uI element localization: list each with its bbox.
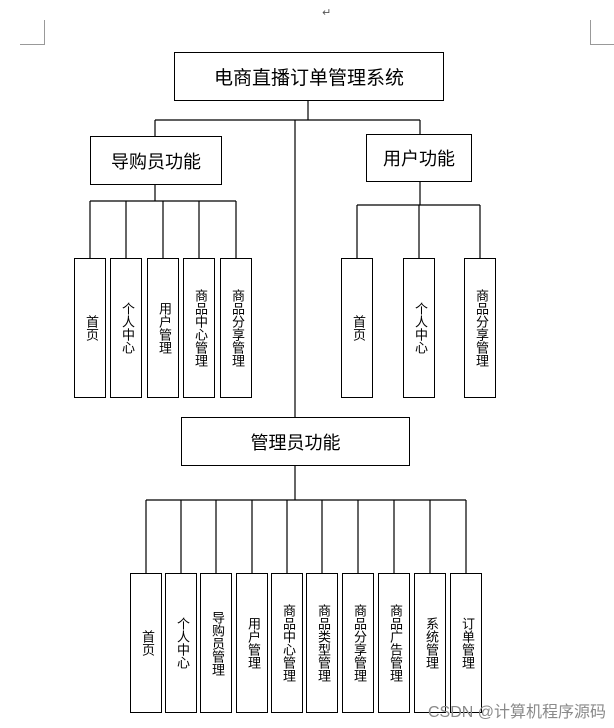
user-leaf-node: 首页: [341, 258, 373, 398]
guide-leaf-node: 商品分享管理: [220, 258, 252, 398]
user-group-node: 用户功能: [366, 134, 472, 182]
user-leaf-label: 首页: [350, 315, 365, 341]
guide-leaf-label: 个人中心: [119, 302, 134, 354]
guide-leaf-node: 用户管理: [147, 258, 179, 398]
admin-leaf-label: 商品中心管理: [280, 604, 295, 682]
admin-leaf-node: 商品广告管理: [378, 573, 410, 713]
admin-leaf-node: 商品类型管理: [306, 573, 338, 713]
admin-leaf-node: 商品分享管理: [342, 573, 374, 713]
guide-leaf-label: 用户管理: [156, 302, 171, 354]
user-leaf-label: 个人中心: [412, 302, 427, 354]
admin-leaf-label: 个人中心: [174, 617, 189, 669]
admin-leaf-label: 用户管理: [245, 617, 260, 669]
admin-leaf-label: 系统管理: [423, 617, 438, 669]
watermark: CSDN @计算机程序源码: [427, 704, 606, 721]
guide-leaf-node: 个人中心: [110, 258, 142, 398]
user-group-label: 用户功能: [383, 149, 455, 170]
admin-group-label: 管理员功能: [250, 432, 341, 454]
guide-leaf-label: 首页: [83, 315, 98, 341]
root-node: 电商直播订单管理系统: [174, 52, 444, 101]
user-leaf-node: 商品分享管理: [464, 258, 496, 398]
admin-leaf-label: 商品分享管理: [351, 604, 366, 682]
guide-group-label: 导购员功能: [111, 151, 201, 173]
guide-leaf-label: 商品中心管理: [192, 289, 207, 367]
page-corner-mark-left: [20, 20, 45, 45]
admin-leaf-node: 首页: [130, 573, 162, 713]
admin-leaf-label: 导购员管理: [209, 610, 224, 676]
guide-leaf-label: 商品分享管理: [229, 289, 244, 367]
guide-leaf-node: 商品中心管理: [183, 258, 215, 398]
guide-leaf-node: 首页: [74, 258, 106, 398]
admin-leaf-label: 商品类型管理: [315, 604, 330, 682]
guide-group-node: 导购员功能: [90, 136, 222, 185]
admin-leaf-label: 订单管理: [459, 617, 474, 669]
admin-leaf-node: 导购员管理: [200, 573, 232, 713]
admin-leaf-node: 个人中心: [165, 573, 197, 713]
admin-leaf-node: 商品中心管理: [271, 573, 303, 713]
root-node-label: 电商直播订单管理系统: [213, 67, 404, 89]
admin-leaf-node: 用户管理: [236, 573, 268, 713]
page-corner-mark-right: [590, 20, 614, 45]
admin-leaf-label: 商品广告管理: [387, 604, 402, 682]
user-leaf-label: 商品分享管理: [473, 289, 488, 367]
admin-group-node: 管理员功能: [181, 417, 410, 466]
admin-leaf-node: 订单管理: [450, 573, 482, 713]
admin-leaf-label: 首页: [139, 630, 154, 656]
paragraph-mark: ↵: [322, 6, 332, 19]
user-leaf-node: 个人中心: [403, 258, 435, 398]
admin-leaf-node: 系统管理: [414, 573, 446, 713]
